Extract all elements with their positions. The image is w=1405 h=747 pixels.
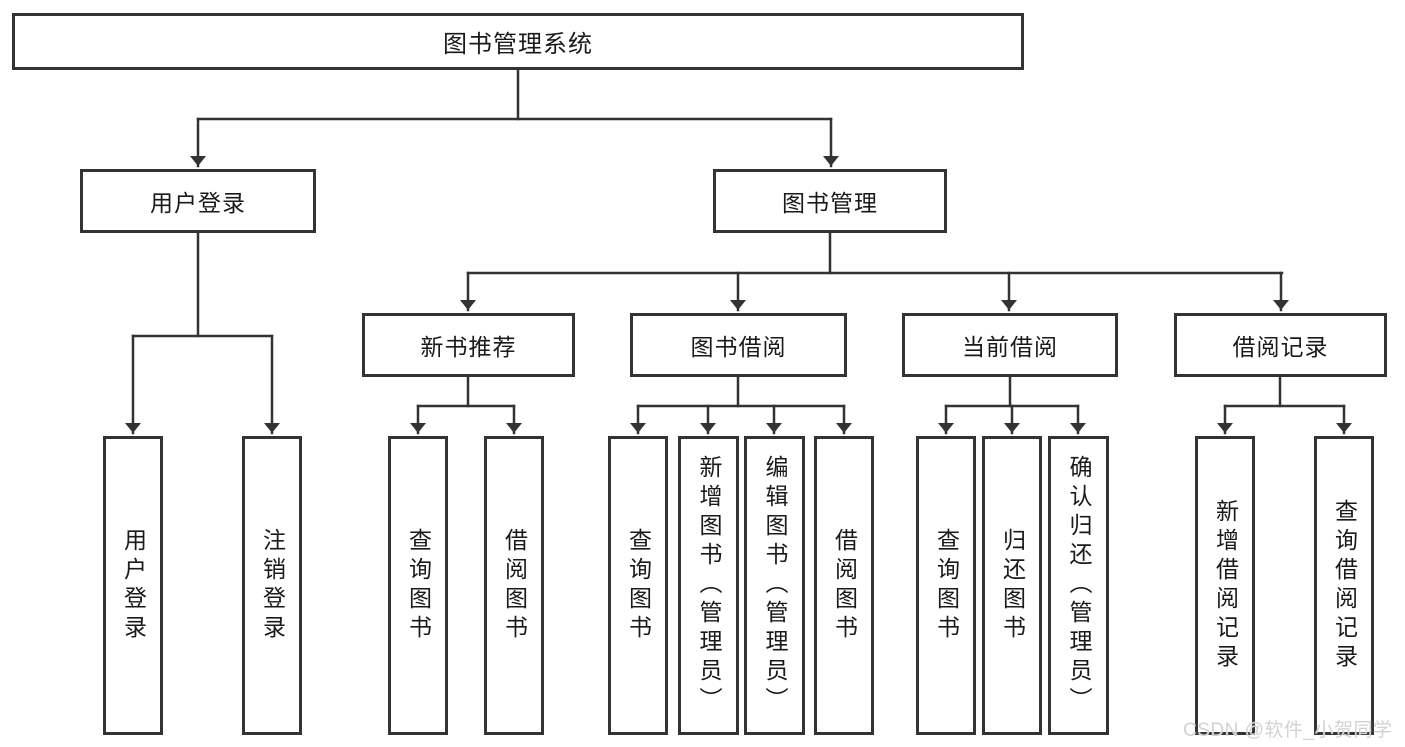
node-book-management: 图书管理 [713,169,947,233]
node-current-borrow: 当前借阅 [902,313,1118,377]
leaf-records-add-record: 新增借阅记录 [1195,436,1255,735]
node-new-book-recommend: 新书推荐 [362,313,575,377]
leaf-newbook-query-books: 查询图书 [388,436,448,735]
node-book-borrow: 图书借阅 [630,313,847,377]
csdn-watermark: CSDN @软件_小贺同学 [1183,720,1393,741]
leaf-records-query-record: 查询借阅记录 [1314,436,1374,735]
leaf-logout: 注销登录 [242,436,302,735]
leaf-borrow-edit-books-admin: 编辑图书（管理员） [744,436,805,735]
leaf-current-return-books: 归还图书 [982,436,1042,735]
leaf-borrow-borrow-books: 借阅图书 [814,436,874,735]
leaf-current-query-books: 查询图书 [916,436,976,735]
leaf-newbook-borrow-books: 借阅图书 [484,436,544,735]
leaf-borrow-add-books-admin: 新增图书（管理员） [678,436,739,735]
leaf-borrow-query-books: 查询图书 [608,436,668,735]
leaf-user-login: 用户登录 [103,436,163,735]
leaf-current-confirm-return-admin: 确认归还（管理员） [1048,436,1109,735]
node-user-login: 用户登录 [80,169,316,233]
node-root-system: 图书管理系统 [12,13,1024,70]
node-borrow-records: 借阅记录 [1174,313,1387,377]
